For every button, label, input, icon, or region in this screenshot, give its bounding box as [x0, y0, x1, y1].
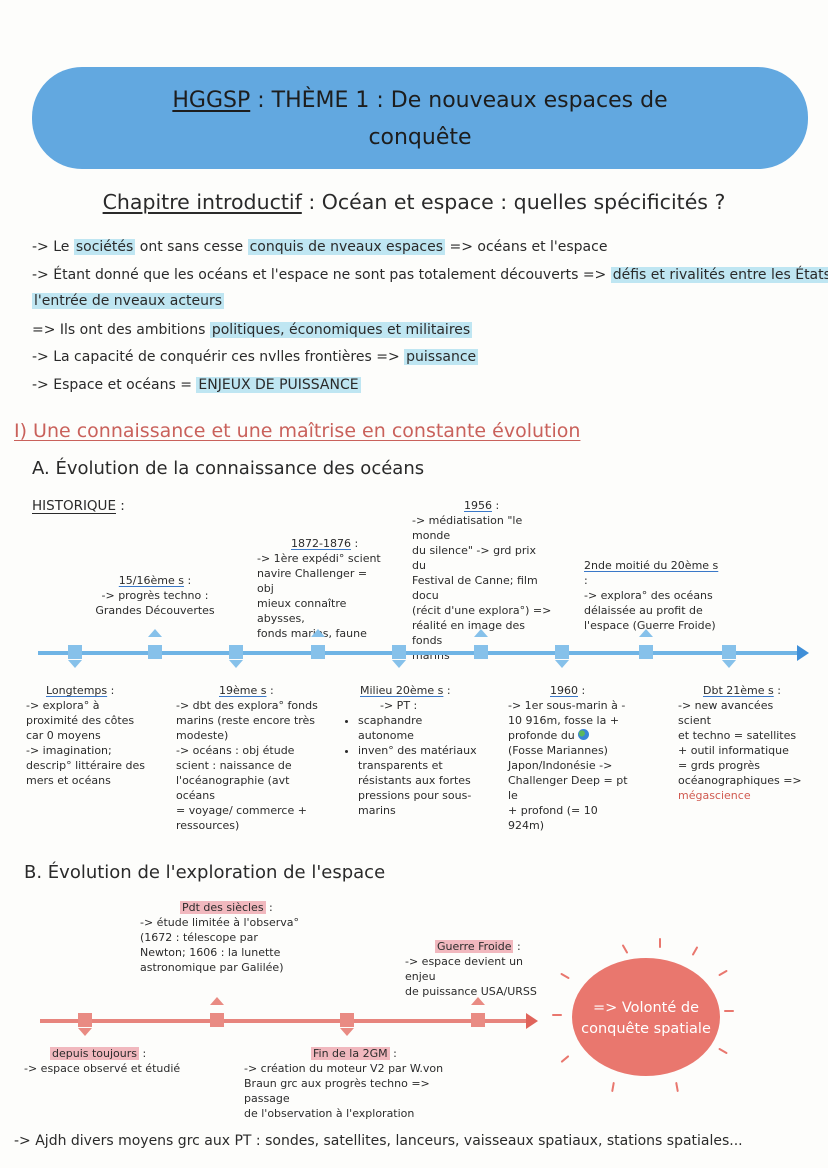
- timeline-marker: [639, 645, 653, 659]
- timeline-marker: [311, 645, 325, 659]
- title-subject: HGGSP: [172, 88, 251, 113]
- timeline-marker: [68, 645, 82, 659]
- timeline-marker: [148, 645, 162, 659]
- sun-ray: [560, 1055, 570, 1063]
- timeline-marker: [340, 1013, 354, 1027]
- intro-line-1: -> Le sociétés ont sans cesse conquis de…: [32, 239, 608, 255]
- title-banner: [32, 67, 808, 169]
- section-b-heading: B. Évolution de l'exploration de l'espac…: [24, 862, 386, 883]
- timeline-marker: [471, 1013, 485, 1027]
- arrow-up-icon: [471, 997, 485, 1005]
- space-event-guerre-froide: Guerre Froide : -> espace devient un enj…: [405, 940, 537, 998]
- sun-ray: [659, 938, 661, 948]
- arrow-down-icon: [68, 660, 82, 668]
- timeline-marker: [210, 1013, 224, 1027]
- arrow-down-icon: [78, 1028, 92, 1036]
- sun-ray: [691, 946, 699, 956]
- ocean-event-2nde-moitie: 2nde moitié du 20ème s : -> explora° des…: [584, 559, 719, 632]
- intro-line-2: -> Étant donné que les océans et l'espac…: [32, 266, 828, 284]
- space-event-pdt-siecles: Pdt des siècles : -> étude limitée à l'o…: [140, 901, 300, 974]
- arrow-up-icon: [311, 629, 325, 637]
- title-line2: conquête: [368, 125, 472, 150]
- section-1-heading: I) Une connaissance et une maîtrise en c…: [14, 420, 581, 442]
- arrow-up-icon: [210, 997, 224, 1005]
- intro-line-5: -> La capacité de conquérir ces nvlles f…: [32, 349, 479, 365]
- space-timeline-arrowhead: [526, 1013, 538, 1029]
- arrow-down-icon: [555, 660, 569, 668]
- intro-line-3: l'entrée de nveaux acteurs: [32, 293, 225, 309]
- sun-ray: [621, 944, 629, 954]
- ocean-timeline-line: [38, 651, 800, 655]
- ocean-event-15-16: 15/16ème s : -> progrès techno :Grandes …: [95, 574, 215, 617]
- chapter-heading: Chapitre introductif : Océan et espace :…: [0, 190, 828, 214]
- callout-sun: [572, 958, 720, 1076]
- globe-icon: [578, 729, 590, 740]
- section-a-heading: A. Évolution de la connaissance des océa…: [32, 458, 425, 479]
- space-event-depuis-toujours: depuis toujours : -> espace observé et é…: [24, 1047, 181, 1075]
- page-title: HGGSP : THÈME 1 : De nouveaux espaces de…: [32, 82, 808, 156]
- sun-ray: [560, 972, 570, 980]
- arrow-down-icon: [340, 1028, 354, 1036]
- sun-ray: [724, 1010, 734, 1012]
- timeline-marker: [78, 1013, 92, 1027]
- intro-line-4: => Ils ont des ambitions politiques, éco…: [32, 322, 473, 338]
- arrow-up-icon: [474, 629, 488, 637]
- arrow-up-icon: [639, 629, 653, 637]
- chapter-question: : Océan et espace : quelles spécificités…: [301, 190, 726, 214]
- intro-line-6: -> Espace et océans = ENJEUX DE PUISSANC…: [32, 377, 361, 393]
- sun-ray: [552, 1014, 562, 1016]
- historique-label: HISTORIQUE :: [32, 498, 125, 514]
- sun-ray: [675, 1081, 679, 1093]
- bottom-summary: -> Ajdh divers moyens grc aux PT : sonde…: [14, 1133, 743, 1149]
- timeline-marker: [722, 645, 736, 659]
- space-timeline-line: [40, 1019, 530, 1023]
- arrow-up-icon: [148, 629, 162, 637]
- timeline-marker: [229, 645, 243, 659]
- chapter-label: Chapitre introductif: [102, 190, 302, 214]
- timeline-marker: [474, 645, 488, 659]
- sun-ray: [718, 969, 728, 977]
- sun-ray: [611, 1081, 615, 1093]
- ocean-event-milieu-20eme: Milieu 20ème s : -> PT : scaphandre auto…: [340, 683, 480, 818]
- arrow-down-icon: [229, 660, 243, 668]
- ocean-event-1960: 1960 : -> 1er sous-marin à -10 916m, fos…: [508, 684, 628, 832]
- space-event-fin-2gm: Fin de la 2GM : -> création du moteur V2…: [244, 1047, 444, 1120]
- sun-ray: [718, 1047, 728, 1055]
- timeline-marker: [392, 645, 406, 659]
- title-rest: : THÈME 1 : De nouveaux espaces de: [250, 88, 668, 113]
- ocean-timeline-arrowhead: [797, 645, 809, 661]
- arrow-down-icon: [392, 660, 406, 668]
- timeline-marker: [555, 645, 569, 659]
- arrow-down-icon: [722, 660, 736, 668]
